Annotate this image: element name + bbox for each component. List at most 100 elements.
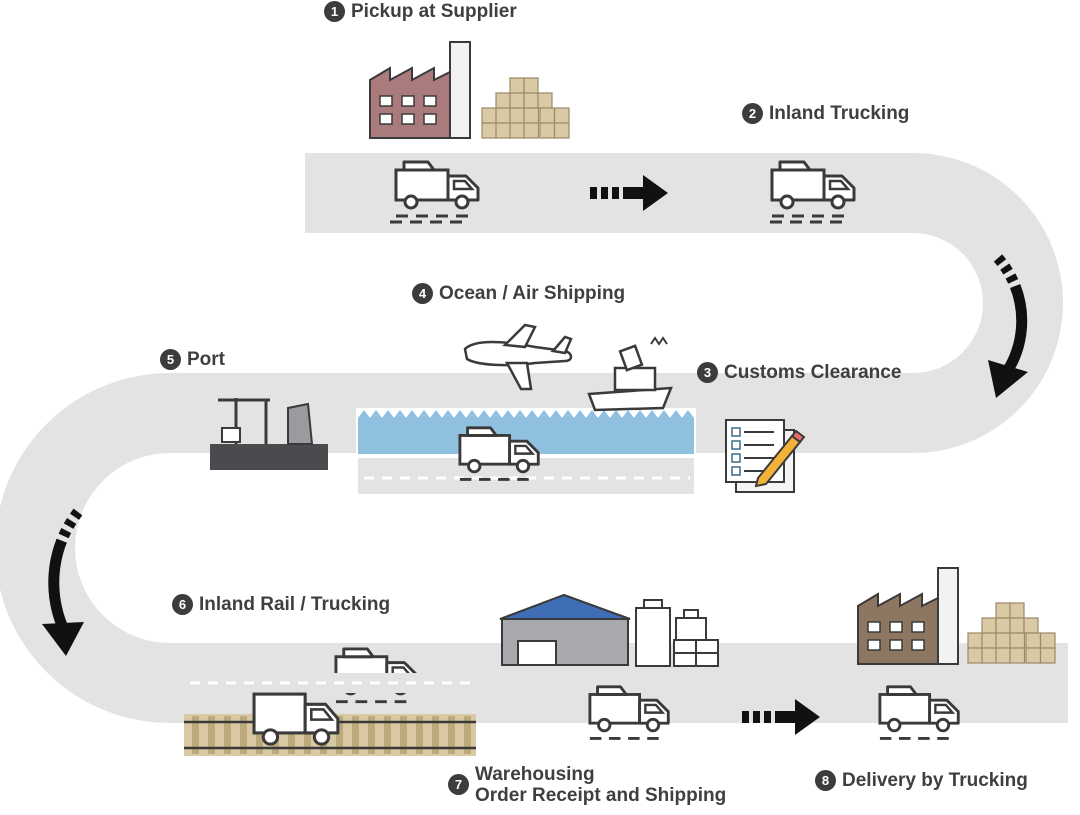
- arrow-right-icon-2-head: [795, 699, 820, 735]
- step-7-badge: 7: [448, 774, 469, 795]
- boxes-icon-supplier-box-1: [523, 77, 539, 94]
- warehouse-icon: [499, 593, 631, 666]
- boxes-icon-customer-box-8: [995, 632, 1012, 649]
- boxes-icon-supplier-box-17: [553, 122, 570, 139]
- factory-icon-supplier-window: [423, 113, 437, 125]
- step-2-label: Inland Trucking: [769, 103, 910, 124]
- step-2-badge: 2: [742, 103, 763, 124]
- curved-arrow-icon-left: [48, 508, 83, 633]
- water-waves: [358, 410, 694, 418]
- factory-icon-customer-window: [911, 621, 925, 633]
- boxes-icon-supplier-box-9: [523, 107, 540, 124]
- step-1-label: Pickup at Supplier: [351, 1, 517, 22]
- rail-sleeper: [384, 716, 391, 754]
- step-5-badge: 5: [160, 349, 181, 370]
- warehouse-roof: [499, 593, 631, 620]
- arrow-right-icon-2-dash-1: [753, 711, 760, 723]
- boxes-icon-customer-box-16: [1025, 647, 1042, 664]
- boxes-icon-supplier-box-16: [539, 122, 556, 139]
- factory-icon-supplier-window: [401, 113, 415, 125]
- factory-icon-supplier-window: [401, 95, 415, 107]
- warehouse-door: [517, 640, 557, 666]
- rail-sleeper: [256, 716, 263, 754]
- step-3-label: Customs Clearance: [724, 362, 902, 383]
- arrow-right-icon-2-shaft: [775, 711, 797, 723]
- ship-funnel: [618, 344, 644, 372]
- arrow-right-icon-2-dash-2: [764, 711, 771, 723]
- curved-arrow-icon-left-head: [42, 622, 84, 656]
- arrow-right-icon-1-head: [643, 175, 668, 211]
- document-checkbox: [731, 427, 741, 437]
- airplane-tail: [550, 335, 573, 355]
- ship-smoke: [650, 336, 668, 346]
- rail-sleeper: [464, 716, 471, 754]
- boxes-icon-customer-box-14: [995, 647, 1012, 664]
- boxes-icon-customer-box-0: [995, 602, 1011, 619]
- boxes-icon-customer-box-5: [1023, 617, 1039, 634]
- rail-road-lane: [184, 673, 476, 693]
- ship-cabin: [613, 366, 657, 392]
- boxes-icon-customer-box-4: [1009, 617, 1025, 634]
- arrow-right-icon-1-dash-2: [612, 187, 619, 199]
- rail-sleeper: [336, 716, 343, 754]
- port-building: [287, 402, 314, 445]
- step-7: 7 Warehousing Order Receipt and Shipping: [448, 764, 726, 806]
- bag-1-handle: [643, 599, 663, 608]
- boxes-icon-supplier: [481, 77, 570, 139]
- boxes-icon-customer-box-1: [1009, 602, 1025, 619]
- step-6-label: Inland Rail / Trucking: [199, 594, 391, 615]
- boxes-icon-supplier-box-11: [553, 107, 570, 124]
- boxes-icon-customer-box-10: [1025, 632, 1042, 649]
- rail-sleeper: [400, 716, 407, 754]
- factory-icon-customer-window: [889, 621, 903, 633]
- step-6: 6 Inland Rail / Trucking: [172, 594, 391, 615]
- boxes-icon-customer-box-12: [967, 647, 984, 664]
- step-1-badge: 1: [324, 1, 345, 22]
- step-7-sublabel: Order Receipt and Shipping: [475, 785, 727, 806]
- port-container: [221, 427, 241, 443]
- port-deck: [210, 444, 328, 470]
- boxes-icon-supplier-box-6: [481, 107, 498, 124]
- step-4-badge: 4: [412, 283, 433, 304]
- document-checkbox: [731, 440, 741, 450]
- step-1: 1 Pickup at Supplier: [324, 1, 517, 22]
- arrow-right-icon-2: [742, 699, 820, 735]
- boxes-icon-supplier-box-10: [539, 107, 556, 124]
- factory-icon-customer-window: [867, 639, 881, 651]
- rail-sleeper: [352, 716, 359, 754]
- pencil-eraser: [790, 429, 806, 444]
- boxes-icon-customer-box-13: [981, 647, 998, 664]
- documents-pencil-icon: [725, 419, 806, 493]
- step-6-badge: 6: [172, 594, 193, 615]
- rail-sleeper: [240, 716, 247, 754]
- rail-sleeper: [368, 716, 375, 754]
- port-crane-icon: [210, 398, 328, 470]
- rail-sleeper: [288, 716, 295, 754]
- pencil: [754, 434, 802, 488]
- arrow-right-icon-1-dash-1: [601, 187, 608, 199]
- step-7-label-group: Warehousing Order Receipt and Shipping: [475, 764, 726, 806]
- boxes-icon-customer-box-7: [981, 632, 998, 649]
- boxes-icon-customer-box-9: [1009, 632, 1026, 649]
- airplane-wing-bottom: [504, 361, 533, 391]
- boxes-icon-supplier-box-7: [495, 107, 512, 124]
- airplane-wing-top: [502, 323, 537, 349]
- factory-icon-customer-chimney: [937, 567, 959, 665]
- rail-sleeper: [432, 716, 439, 754]
- airplane-icon: [463, 323, 573, 391]
- rail-sleeper: [224, 716, 231, 754]
- rail-sleeper: [416, 716, 423, 754]
- factory-icon-customer: [857, 567, 959, 665]
- arrow-right-icon-2-dash-0: [742, 711, 749, 723]
- boxes-icon-customer-box-17: [1039, 647, 1056, 664]
- curved-arrow-icon-right: [993, 254, 1028, 373]
- factory-icon-customer-window: [867, 621, 881, 633]
- factory-icon-customer-window: [911, 639, 925, 651]
- rail-sleeper: [208, 716, 215, 754]
- bag-1: [635, 607, 671, 667]
- factory-icon-supplier-window: [379, 113, 393, 125]
- boxes-icon-customer: [967, 602, 1056, 664]
- step-8: 8 Delivery by Trucking: [815, 770, 1028, 791]
